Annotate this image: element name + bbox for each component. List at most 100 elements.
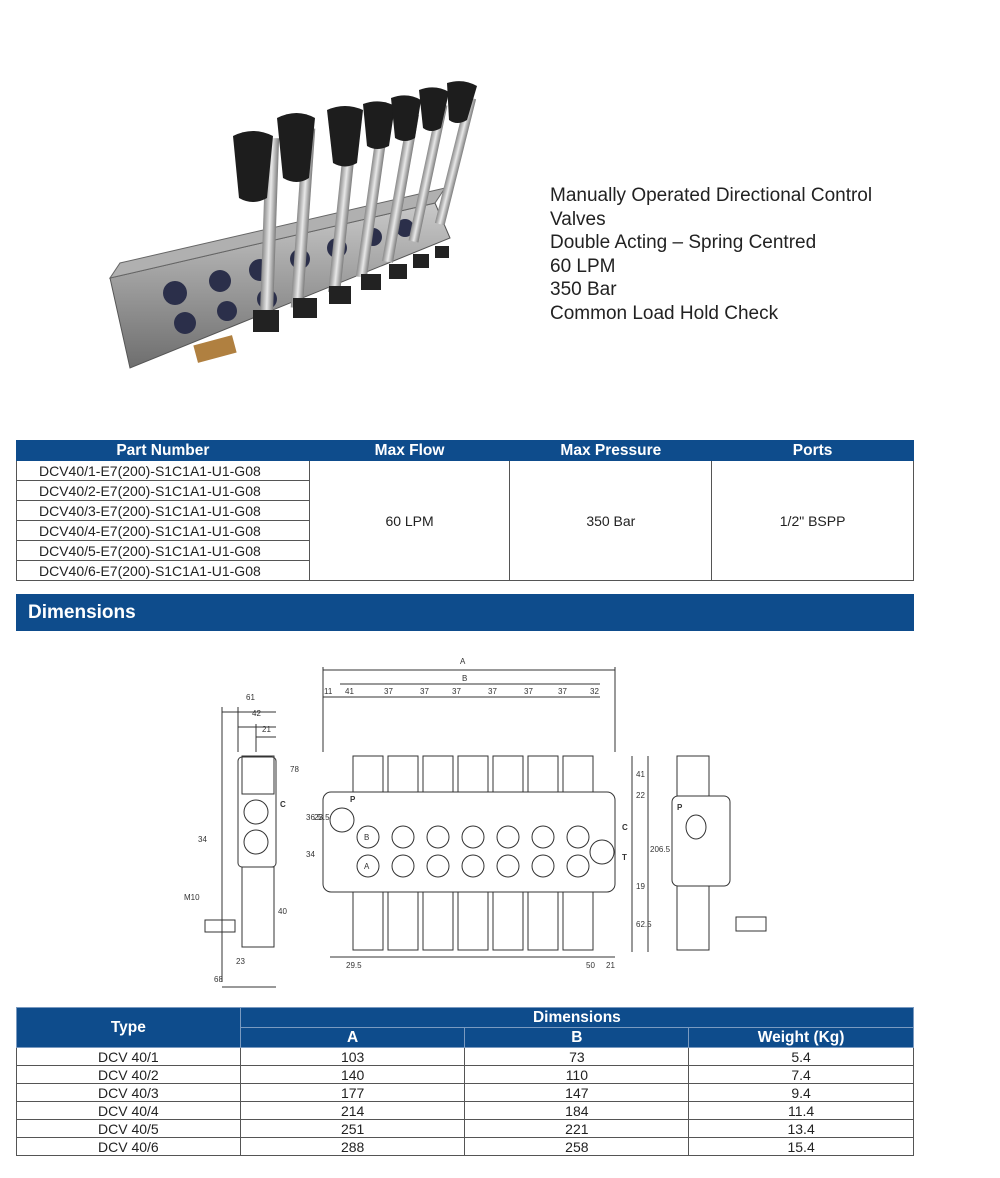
dim-label-b: B xyxy=(462,674,467,683)
dim-label-37: 37 xyxy=(524,687,533,696)
dim-label-37: 37 xyxy=(452,687,461,696)
part-number-cell: DCV40/3-E7(200)-S1C1A1-U1-G08 xyxy=(16,500,310,521)
port-label-p: P xyxy=(350,795,356,804)
dim-label-23: 23.5 xyxy=(314,813,330,822)
header-b: B xyxy=(464,1027,690,1048)
header-max-flow: Max Flow xyxy=(308,440,511,461)
dim-label-40: 40 xyxy=(278,907,287,916)
ports-cell: 1/2" BSPP xyxy=(711,460,914,581)
dim-label-21: 21 xyxy=(262,725,271,734)
side-view-right xyxy=(671,755,767,951)
type-cell: DCV 40/6 xyxy=(16,1137,241,1156)
weight-cell: 5.4 xyxy=(688,1047,914,1066)
dim-label-61: 61 xyxy=(246,693,255,702)
dim-label-41-right: 41 xyxy=(636,770,645,779)
a-cell: 177 xyxy=(239,1083,466,1102)
port-label-a: A xyxy=(364,862,370,871)
part-number-cell: DCV40/1-E7(200)-S1C1A1-U1-G08 xyxy=(16,460,310,481)
description-line: Valves xyxy=(550,208,606,230)
front-view xyxy=(322,667,649,958)
product-description: Manually Operated Directional Control Va… xyxy=(550,184,950,326)
description-line: Manually Operated Directional Control xyxy=(550,185,873,206)
dim-label-23: 23 xyxy=(236,957,245,966)
table-row: DCV 40/4 214 184 11.4 xyxy=(16,1101,914,1120)
dim-label-11: 11 xyxy=(324,687,333,696)
dim-label-19: 19 xyxy=(636,882,645,891)
port-label-t: T xyxy=(622,853,627,862)
table-row: DCV 40/5 251 221 13.4 xyxy=(16,1119,914,1138)
dimension-drawing: 61 42 21 C 34 40 M10 23 68 A xyxy=(184,657,767,988)
a-cell: 103 xyxy=(239,1047,466,1066)
port-label-c-side: C xyxy=(280,800,286,809)
part-number-cell: DCV40/5-E7(200)-S1C1A1-U1-G08 xyxy=(16,540,310,561)
b-cell: 221 xyxy=(464,1119,690,1138)
dim-label-37: 37 xyxy=(420,687,429,696)
dim-label-a: A xyxy=(460,657,466,666)
port-label-p-side: P xyxy=(677,803,683,812)
port-label-c: C xyxy=(622,823,628,832)
type-cell: DCV 40/2 xyxy=(16,1065,241,1084)
dim-label-37: 37 xyxy=(384,687,393,696)
b-cell: 110 xyxy=(464,1065,690,1084)
dim-label-42: 42 xyxy=(252,709,261,718)
table-row: DCV 40/1 103 73 5.4 xyxy=(16,1047,914,1066)
header-part-number: Part Number xyxy=(16,440,310,461)
weight-cell: 9.4 xyxy=(688,1083,914,1102)
max-pressure-cell: 350 Bar xyxy=(509,460,713,581)
b-cell: 73 xyxy=(464,1047,690,1066)
header-type: Type xyxy=(16,1007,241,1048)
b-cell: 184 xyxy=(464,1101,690,1120)
dim-label-37: 37 xyxy=(488,687,497,696)
weight-cell: 15.4 xyxy=(688,1137,914,1156)
dim-label-50: 50 xyxy=(586,961,595,970)
part-number-cell: DCV40/6-E7(200)-S1C1A1-U1-G08 xyxy=(16,560,310,581)
dim-label-36: 36.5 xyxy=(306,813,322,822)
description-line: 60 LPM xyxy=(550,255,616,277)
type-cell: DCV 40/4 xyxy=(16,1101,241,1120)
spec-table: Part Number Max Flow Max Pressure Ports … xyxy=(16,440,914,581)
header-a: A xyxy=(239,1027,466,1048)
header-ports: Ports xyxy=(711,440,914,461)
header-dimensions: Dimensions xyxy=(239,1007,915,1028)
max-flow-cell: 60 LPM xyxy=(308,460,511,581)
part-number-cell: DCV40/2-E7(200)-S1C1A1-U1-G08 xyxy=(16,480,310,501)
dim-label-78: 78 xyxy=(290,765,299,774)
weight-cell: 11.4 xyxy=(688,1101,914,1120)
dim-label-m10: M10 xyxy=(184,893,200,902)
dim-label-21-front: 21 xyxy=(606,961,615,970)
dim-label-22: 22 xyxy=(636,791,645,800)
dimensions-table: Type Dimensions A B Weight (Kg) DCV 40/1… xyxy=(16,1007,915,1156)
dim-label-41: 41 xyxy=(345,687,354,696)
a-cell: 251 xyxy=(239,1119,466,1138)
port-label-b: B xyxy=(364,833,369,842)
side-view-left xyxy=(204,707,277,988)
product-photo xyxy=(108,81,477,369)
b-cell: 258 xyxy=(464,1137,690,1156)
type-cell: DCV 40/5 xyxy=(16,1119,241,1138)
dim-label-32: 32 xyxy=(590,687,599,696)
dim-label-62: 62.5 xyxy=(636,920,652,929)
a-cell: 140 xyxy=(239,1065,466,1084)
dim-label-68: 68 xyxy=(214,975,223,984)
description-line: Double Acting – Spring Centred xyxy=(550,232,817,254)
weight-cell: 7.4 xyxy=(688,1065,914,1084)
dim-label-37: 37 xyxy=(558,687,567,696)
part-number-cell: DCV40/4-E7(200)-S1C1A1-U1-G08 xyxy=(16,520,310,541)
table-row: DCV 40/2 140 110 7.4 xyxy=(16,1065,914,1084)
type-cell: DCV 40/3 xyxy=(16,1083,241,1102)
type-cell: DCV 40/1 xyxy=(16,1047,241,1066)
weight-cell: 13.4 xyxy=(688,1119,914,1138)
a-cell: 214 xyxy=(239,1101,466,1120)
description-line: 350 Bar xyxy=(550,279,617,301)
b-cell: 147 xyxy=(464,1083,690,1102)
dim-label-34: 34 xyxy=(198,835,207,844)
a-cell: 288 xyxy=(239,1137,466,1156)
dim-label-34-front: 34 xyxy=(306,850,315,859)
header-max-pressure: Max Pressure xyxy=(509,440,713,461)
dim-label-206: 206.5 xyxy=(650,845,671,854)
table-row: DCV 40/6 288 258 15.4 xyxy=(16,1137,914,1156)
dim-label-29: 29.5 xyxy=(346,961,362,970)
description-line: Common Load Hold Check xyxy=(550,302,779,324)
table-row: DCV 40/3 177 147 9.4 xyxy=(16,1083,914,1102)
dimensions-heading: Dimensions xyxy=(16,594,914,631)
